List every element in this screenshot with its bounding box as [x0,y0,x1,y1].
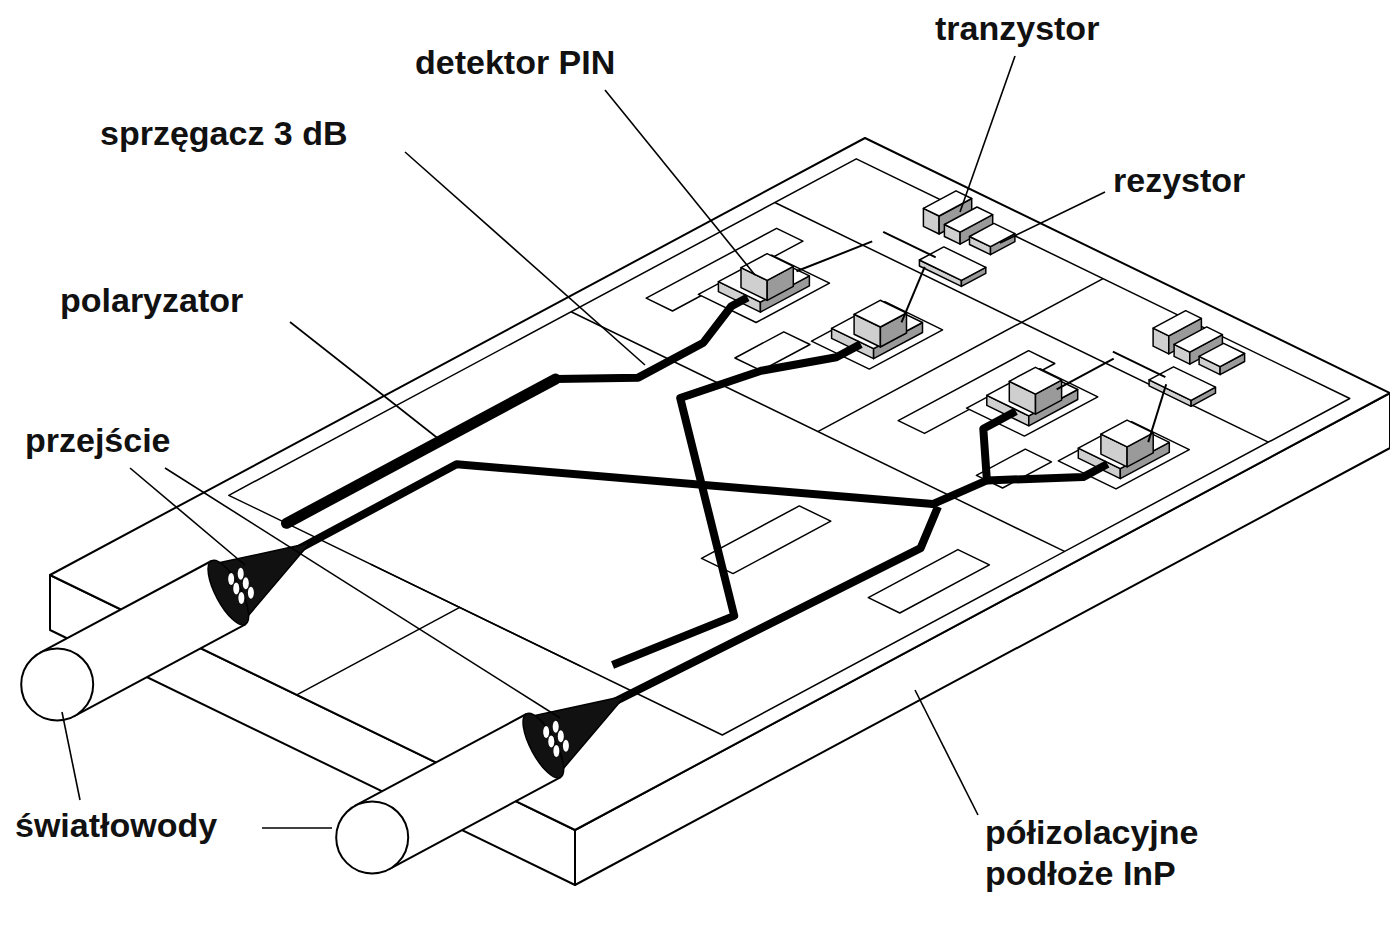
wire [902,267,925,322]
polarizer [287,379,556,523]
wire [1148,384,1166,442]
callout-label: tranzystor [935,8,1099,49]
wire [797,241,873,271]
pin-detector [1009,367,1061,394]
leader-line [290,322,440,440]
waveguide [555,298,747,380]
taper-texture [553,721,559,733]
leader-line [915,690,978,815]
pin-detector [854,300,906,327]
resistor-symbol [919,247,985,281]
callout-label: polaryzator [60,280,243,321]
leader-line [165,468,560,718]
region-line [297,607,460,694]
leader-line [1000,192,1105,243]
taper-texture [228,573,234,585]
taper-transition [515,708,571,783]
taper-texture [248,587,254,599]
wire [1057,359,1114,390]
region-outline [229,159,1350,735]
waveguide [613,344,861,665]
taper-texture [543,726,549,738]
transistor-symbol [1199,343,1245,366]
transistor-symbol [970,223,1015,246]
taper-texture [558,730,564,742]
leader-line [960,56,1015,212]
leader-line [405,152,645,365]
callout-label: detektor PIN [415,42,615,83]
taper-texture [238,592,244,604]
callout-label: półizolacyjne podłoże InP [985,812,1275,894]
taper-texture [553,745,559,757]
transistor-symbol [923,191,971,216]
taper-texture [548,735,554,747]
taper-texture [243,577,249,589]
resistor-symbol [1149,367,1215,401]
substrate-top [50,138,1390,830]
electrode-pad [868,550,989,613]
leader-line [605,90,755,275]
waveguide [609,507,938,705]
taper-texture [563,740,569,752]
taper-texture [233,582,239,594]
region-line [775,202,1269,442]
fiber-end [21,648,93,720]
wire [883,232,936,258]
leader-line [62,712,80,800]
leader-line [262,827,332,829]
transistor-symbol [1153,311,1201,336]
callout-label: przejście [25,420,171,461]
wire [1113,352,1166,378]
callout-label: światłowody [15,805,217,846]
waveguide [294,411,1016,552]
taper-transition [200,555,256,630]
pin-detector [1101,420,1153,447]
callout-label: sprzęgacz 3 dB [100,113,348,154]
waveguide [987,464,1108,480]
region-line [371,564,581,666]
callout-label: rezystor [1113,160,1245,201]
taper-texture [238,568,244,580]
fiber-end [336,801,408,873]
